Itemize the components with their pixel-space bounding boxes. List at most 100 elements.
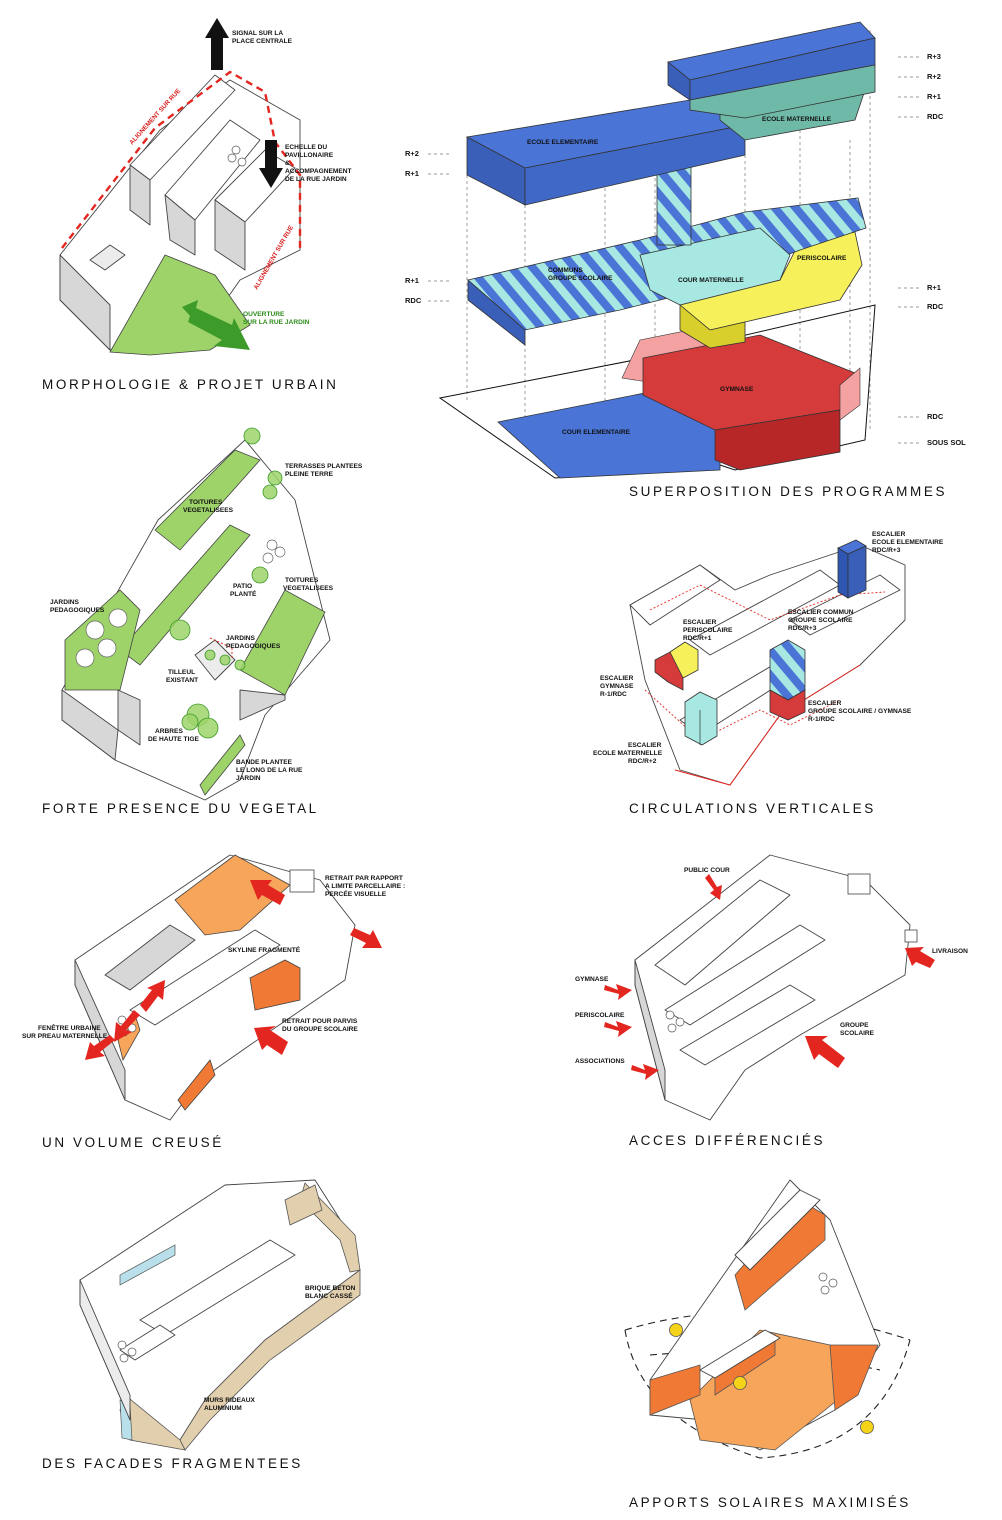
level-rdc-c: RDC [927,412,944,421]
ouverture-label-1: OUVERTURE [243,311,285,318]
label-ecole-maternelle: ECOLE MATERNELLE [762,116,832,123]
esc-elem-1: ESCALIER [872,531,906,538]
label-cour-maternelle: COUR MATERNELLE [678,277,744,284]
caption-morphologie: MORPHOLOGIE & PROJET URBAIN [42,377,339,392]
level-r3: R+3 [927,52,941,61]
jardins1-label-2: PEDAGOGIQUES [50,607,105,614]
echelle-label-2: PAVILLONAIRE [285,152,334,159]
retrait2-label-2: DU GROUPE SCOLAIRE [282,1026,358,1033]
caption-solaires: APPORTS SOLAIRES MAXIMISÉS [629,1495,911,1510]
acces-periscolaire: PERISCOLAIRE [575,1012,625,1019]
label-gymnase: GYMNASE [720,386,754,393]
skyline-label: SKYLINE FRAGMENTÉ [228,945,301,954]
caption-facades: DES FACADES FRAGMENTEES [42,1456,303,1471]
level-left-r2: R+2 [405,149,419,158]
acces-livraison: LIVRAISON [932,948,968,955]
jardins1-label-1: JARDINS [50,599,80,606]
esc-mat-1: ESCALIER [628,742,662,749]
panel-morphologie: SIGNAL SUR LA PLACE CENTRALE ECHELLE DU … [42,18,352,392]
level-left-rdc: RDC [405,296,422,305]
echelle-label-3: & [285,160,290,167]
toitures2-label-1: TOITURES [285,577,319,584]
panel-superposition: R+3 R+2 R+1 RDC R+1 RDC RDC SOUS SOL R+2… [405,21,966,499]
bande-label-1: BANDE PLANTEE [236,759,293,766]
acces-associations: ASSOCIATIONS [575,1058,625,1065]
caption-superposition: SUPERPOSITION DES PROGRAMMES [629,484,947,499]
panel-circulations: ESCALIER ECOLE ELEMENTAIRE RDC/R+3 ESCAL… [593,531,944,816]
caption-vegetal: FORTE PRESENCE DU VEGETAL [42,801,319,816]
ouverture-label-2: SUR LA RUE JARDIN [243,319,310,326]
acces-public-cour: PUBLIC COUR [684,867,730,874]
orange-wall-3 [829,1344,879,1411]
retrait1-label-2: A LIMITE PARCELLAIRE : [325,883,405,890]
jardins2-label-1: JARDINS [226,635,256,642]
esc-gym-2: GYMNASE [600,683,634,690]
bande-label-2: LE LONG DE LA RUE [236,767,303,774]
level-sous-sol: SOUS SOL [927,438,966,447]
level-rdc-b: RDC [927,302,944,311]
patio-label-2: PLANTÉ [230,589,257,598]
toitures1-label-1: TOITURES [189,499,223,506]
terrasses-label-2: PLEINE TERRE [285,471,334,478]
esc-peri-1: ESCALIER [683,619,717,626]
esc-gs-gym-3: R-1/RDC [808,716,835,723]
roof-green-2 [119,524,251,666]
acces-groupe-1: GROUPE [840,1022,869,1029]
access-arrows [604,874,935,1080]
void-orange-3 [177,1059,216,1111]
level-r2: R+2 [927,72,941,81]
tilleul-label-1: TILLEUL [168,669,195,676]
panel-acces: PUBLIC COUR LIVRAISON GYMNASE PERISCOLAI… [575,854,968,1148]
roof-green-1 [154,449,261,551]
murs-label-1: MURS RIDEAUX [204,1397,256,1404]
level-left-r1: R+1 [405,169,419,178]
level-r1-b: R+1 [927,283,941,292]
brique-label-1: BRIQUE BETON [305,1285,356,1292]
esc-commun-1: ESCALIER COMMUN [788,609,854,616]
echelle-label-4: ACCOMPAGNEMENT [285,168,352,175]
esc-gym-3: R-1/RDC [600,691,627,698]
esc-elem-2: ECOLE ELEMENTAIRE [872,539,944,546]
echelle-label-5: DE LA RUE JARDIN [285,176,347,183]
stair-commun [769,639,806,721]
brique-label-2: BLANC CASSÉ [305,1291,353,1300]
stair-maternelle [684,691,718,746]
green-band [199,734,246,796]
echelle-down-arrow-icon [259,140,283,188]
panel-facades: BRIQUE BETON BLANC CASSÉ MURS RIDEAUX AL… [42,1179,361,1471]
sun-icon [733,1376,747,1390]
jardins2-label-2: PEDAGOGIQUES [226,643,281,650]
esc-gs-gym-2: GROUPE SCOLAIRE / GYMNASE [808,708,912,715]
red-arrows [85,880,382,1060]
retrait1-label-1: RETRAIT PAR RAPPORT [325,875,403,882]
sun-icon [860,1420,874,1434]
glass-2 [119,1244,176,1286]
arbres-label-2: DE HAUTE TIGE [148,736,200,743]
ouverture-green-arrow-icon [182,300,250,350]
label-periscolaire: PERISCOLAIRE [797,255,847,262]
caption-volume: UN VOLUME CREUSÉ [42,1135,224,1150]
label-communs-1: COMMUNS [548,267,583,274]
fenetre-label-1: FENÊTRE URBAINE [38,1023,101,1032]
esc-elem-3: RDC/R+3 [872,547,901,554]
void-orange-2 [249,959,301,1011]
esc-mat-3: RDC/R+2 [628,758,657,765]
facade-beige-1 [179,1269,361,1451]
signal-label-2: PLACE CENTRALE [232,38,293,45]
label-communs-2: GROUPE SCOLAIRE [548,275,613,282]
caption-acces: ACCES DIFFÉRENCIÉS [629,1133,825,1148]
esc-commun-2: GROUPE SCOLAIRE [788,617,853,624]
murs-label-2: ALUMINIUM [204,1405,242,1412]
orange-wall-1 [649,1364,701,1416]
terrasses-label-1: TERRASSES PLANTEES [285,463,363,470]
panel-solaires: APPORTS SOLAIRES MAXIMISÉS [624,1179,911,1510]
caption-circulations: CIRCULATIONS VERTICALES [629,801,876,816]
void-orange-1 [174,854,291,936]
retrait1-label-3: PERCÉE VISUELLE [325,889,387,898]
trees [169,427,283,739]
arbres-label-1: ARBRES [155,728,183,735]
roof-green-3 [239,589,326,696]
alignment-dashes [61,70,302,250]
toitures1-label-2: VEGETALISEES [183,507,234,514]
